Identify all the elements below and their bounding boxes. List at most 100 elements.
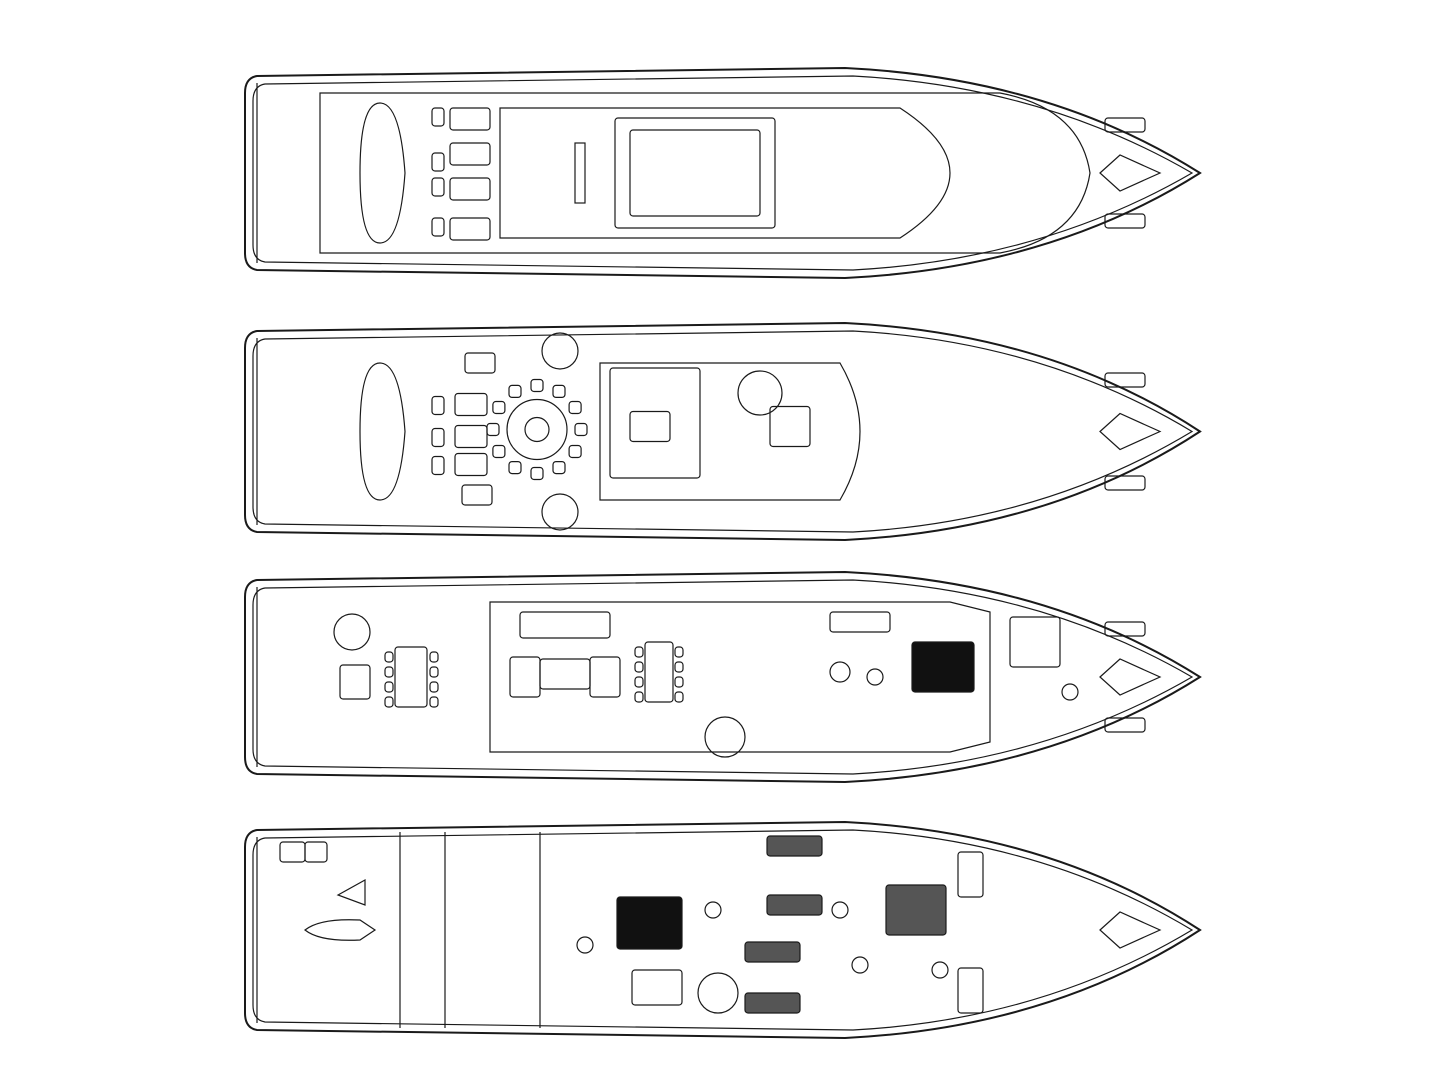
sofa (519, 611, 611, 639)
dining-chair (486, 422, 500, 437)
sun-lounger-small (431, 395, 445, 416)
bow-locker (1104, 117, 1146, 133)
lounge-seating (609, 367, 701, 479)
dining-chair (508, 461, 522, 475)
sun-lounger (449, 177, 491, 201)
bow-anchor-well (1099, 658, 1162, 696)
sun-lounger (461, 484, 493, 506)
hull-inner-outline (252, 75, 1194, 271)
bathtub (829, 611, 891, 633)
armchair (589, 656, 621, 698)
dining-chair (552, 461, 566, 475)
spiral-staircase (697, 972, 739, 1014)
hull-inner-outline (252, 579, 1194, 775)
main-saloon-outline (489, 601, 991, 753)
bar-counter (574, 142, 586, 204)
deck-lower-deck (244, 820, 1202, 1040)
dining-chair (634, 661, 644, 673)
sun-lounger (454, 392, 488, 417)
hull-outline (244, 570, 1202, 784)
deck-outline (319, 92, 1091, 254)
coffee-table (629, 410, 671, 443)
twin-bed (744, 992, 801, 1014)
bow-locker (1104, 717, 1146, 733)
toilet (576, 936, 594, 954)
dining-chair (568, 400, 582, 415)
bow-locker (1104, 475, 1146, 491)
dining-chair (384, 696, 394, 708)
aft-dining-table (394, 646, 428, 708)
twin-bed (766, 894, 823, 916)
spiral-staircase (737, 370, 783, 416)
sun-lounger-small (431, 427, 445, 448)
dining-chair (634, 676, 644, 688)
toilet (866, 668, 884, 686)
hull-outline (244, 321, 1202, 542)
dining-chair (429, 666, 439, 678)
sun-lounger-small (431, 217, 445, 237)
bow-anchor-well (1099, 412, 1162, 451)
bow-locker (1104, 213, 1146, 229)
toilet (831, 901, 849, 919)
dining-chair (429, 651, 439, 663)
locker (304, 841, 328, 863)
dining-chair (552, 384, 566, 398)
dining-chair (384, 666, 394, 678)
dining-chair (674, 691, 684, 703)
spiral-staircase (333, 613, 371, 651)
tender-boat (359, 362, 406, 501)
dining-chair (634, 691, 644, 703)
sun-lounger (449, 107, 491, 131)
toilet (704, 901, 722, 919)
dining-chair (384, 681, 394, 693)
hull-outline (244, 820, 1202, 1040)
spiral-staircase (704, 716, 746, 758)
armchair (509, 656, 541, 698)
helm-console (629, 129, 761, 217)
galley-counter (1009, 616, 1061, 668)
bow-anchor-well (1099, 911, 1162, 949)
bow-locker (1104, 372, 1146, 388)
vip-bed (616, 896, 683, 950)
coffee-table (539, 658, 591, 690)
sun-lounger (454, 424, 488, 449)
tender-boat (359, 102, 406, 244)
sun-lounger (454, 452, 488, 477)
dining-chair (674, 661, 684, 673)
dining-chair (634, 646, 644, 658)
toilet (931, 961, 949, 979)
sun-lounger (449, 217, 491, 241)
hatch (541, 332, 579, 370)
table-centerpiece (524, 416, 550, 443)
saloon-dining-table (644, 641, 674, 703)
deck-sun-deck (244, 66, 1202, 280)
twin-bed (744, 941, 801, 963)
hull-outline (244, 66, 1202, 280)
dining-chair (530, 378, 544, 393)
bow-anchor-well (1099, 154, 1162, 192)
crew-bunk (957, 967, 984, 1014)
crew-bunk (957, 851, 984, 898)
dining-chair (508, 384, 522, 398)
dining-chair (674, 676, 684, 688)
armchair (339, 664, 371, 700)
sun-lounger-small (431, 152, 445, 172)
spiral-staircase (336, 878, 366, 906)
locker (279, 841, 306, 863)
sun-lounger (464, 352, 496, 374)
galley-sink (1061, 683, 1079, 701)
hull-inner-outline (252, 829, 1194, 1031)
helm-station (769, 405, 811, 448)
dining-chair (574, 422, 588, 437)
dining-chair (530, 466, 544, 481)
sun-lounger-small (431, 177, 445, 197)
bow-locker (1104, 621, 1146, 637)
master-bed (911, 641, 975, 693)
deck-bridge-deck (244, 321, 1202, 542)
dining-chair (492, 400, 506, 415)
sun-lounger (449, 142, 491, 166)
hull-inner-outline (252, 330, 1194, 533)
dining-chair (568, 444, 582, 459)
dining-chair (492, 444, 506, 459)
flybridge-area (499, 107, 951, 239)
